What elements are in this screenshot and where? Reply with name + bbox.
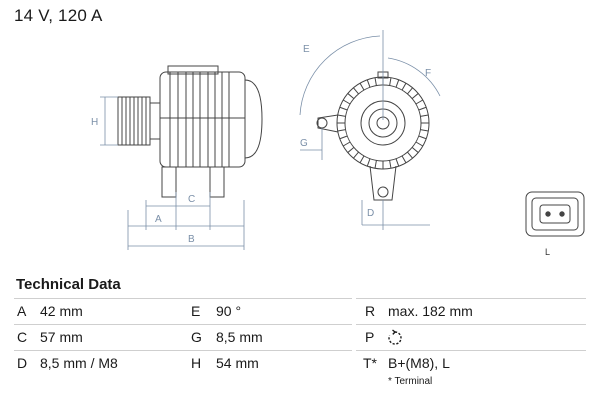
- front-view-fin: [415, 141, 424, 147]
- front-view-fin: [401, 155, 407, 164]
- front-view-fin: [420, 129, 429, 132]
- row2-label-1: C: [17, 329, 28, 345]
- dim-label-d: D: [367, 208, 374, 219]
- front-view-fin: [415, 99, 424, 105]
- front-view-fin: [418, 135, 427, 140]
- row1-value-1: 42 mm: [40, 303, 83, 319]
- alternator-front-view: [316, 71, 430, 201]
- row3-label-1: D: [17, 355, 28, 371]
- dim-label-g: G: [300, 138, 308, 149]
- front-view-ticks: [337, 77, 429, 169]
- front-view-fin: [374, 77, 377, 86]
- front-view-fin: [353, 87, 359, 95]
- row2-label-2: G: [191, 329, 202, 345]
- front-view-dimensions: [299, 30, 441, 230]
- row1-value-3: max. 182 mm: [388, 303, 473, 319]
- front-view-fin: [395, 158, 400, 167]
- front-view-fin: [401, 82, 407, 91]
- front-view-fin: [366, 158, 371, 167]
- row1-value-2: 90 °: [216, 303, 242, 319]
- front-view-fin: [337, 129, 346, 132]
- clockwise-rotation-icon: [388, 329, 402, 345]
- front-view-fin: [366, 79, 371, 88]
- side-view-dimensions: [100, 96, 245, 250]
- front-view-fin: [411, 147, 419, 153]
- row1-label-1: A: [17, 303, 27, 319]
- row3-value-3: B+(M8), L: [388, 355, 450, 371]
- front-view-fin: [337, 114, 346, 117]
- row1-label-3: R: [365, 303, 376, 319]
- row3-value-2: 54 mm: [216, 355, 259, 371]
- front-view-fin: [359, 82, 365, 91]
- dim-label-b: B: [188, 234, 195, 245]
- technical-data-title: Technical Data: [16, 276, 121, 293]
- front-view-fin: [339, 135, 348, 140]
- front-view-fin: [389, 160, 392, 169]
- divider-row1-right: [356, 324, 586, 325]
- front-view-fin: [359, 155, 365, 164]
- product-title: 14 V, 120 A: [14, 6, 103, 25]
- technical-drawings: H A B C E F G D: [91, 30, 585, 257]
- front-view-fin: [407, 151, 413, 159]
- divider-top-left: [14, 298, 352, 299]
- front-view-fin: [347, 93, 355, 99]
- dim-label-h: H: [91, 117, 98, 128]
- front-view-fin: [411, 93, 419, 99]
- row2-value-2: 8,5 mm: [216, 329, 263, 345]
- dim-label-c: C: [188, 194, 195, 205]
- divider-row1-left: [14, 324, 352, 325]
- connector-label: L: [545, 247, 550, 257]
- front-view-fin: [389, 77, 392, 86]
- row3-label-3: T*: [363, 355, 377, 371]
- front-view-fin: [353, 151, 359, 159]
- front-view-fin: [342, 141, 351, 147]
- front-view-fin: [339, 106, 348, 111]
- row2-label-3: P: [365, 329, 375, 345]
- divider-row2-left: [14, 350, 352, 351]
- terminal-footnote: * Terminal: [388, 376, 433, 387]
- dim-label-e: E: [303, 44, 310, 55]
- row1-label-2: E: [191, 303, 201, 319]
- divider-row2-right: [356, 350, 586, 351]
- row2-value-1: 57 mm: [40, 329, 83, 345]
- divider-top-right: [356, 298, 586, 299]
- front-view-fin: [418, 106, 427, 111]
- row3-label-2: H: [191, 355, 202, 371]
- front-view-fin: [347, 147, 355, 153]
- front-view-fin: [342, 99, 351, 105]
- alternator-side-view: [117, 65, 263, 198]
- front-view-fin: [407, 87, 413, 95]
- dim-label-f: F: [425, 68, 431, 79]
- front-view-fin: [374, 160, 377, 169]
- front-view-fin: [395, 79, 400, 88]
- row3-value-1: 8,5 mm / M8: [40, 355, 118, 371]
- connector-drawing: [525, 191, 585, 237]
- front-view-fin: [420, 114, 429, 117]
- dim-label-a: A: [155, 214, 162, 225]
